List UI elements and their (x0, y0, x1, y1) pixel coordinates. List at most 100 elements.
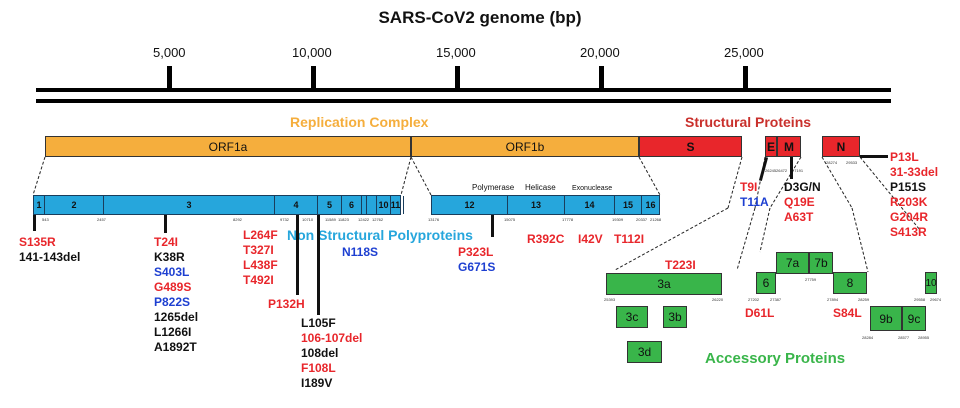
mutation-label: R392C (527, 232, 565, 246)
mutation-label: S403L (154, 265, 190, 279)
scale-tick (743, 66, 748, 88)
mutation-label: T112I (614, 232, 645, 246)
nsp-coord: 12422 (358, 217, 370, 222)
nsp1-segment: 1 (34, 196, 45, 214)
replication-complex-header: Replication Complex (290, 114, 429, 130)
mutation-label: L1266I (154, 325, 192, 339)
orf8-mutations: S84L (833, 306, 862, 321)
scale-label: 5,000 (153, 45, 186, 60)
mutation-label: P151S (890, 180, 927, 194)
polymerase-label: Polymerase (472, 183, 515, 192)
orf8-start-coord: 27894 (827, 297, 839, 302)
orf3a-start-coord: 25393 (604, 297, 616, 302)
orf1a-label: ORF1a (208, 139, 248, 154)
orf8-label: 8 (846, 276, 854, 290)
nsp12-segment: 12 (432, 196, 508, 214)
nsp6-mutation-tick (317, 215, 320, 315)
n-coord: 28274 (826, 160, 838, 165)
nsp10-mutations: N118S (342, 245, 378, 260)
nsp9-segment-b (367, 196, 377, 214)
nsp10-segment: 10 (377, 196, 391, 214)
mutation-label: S135R (19, 235, 56, 249)
orf8-box: 8 (833, 272, 867, 294)
orf3a-box: 3a (606, 273, 722, 295)
e-end-coord: 26472 (776, 168, 788, 173)
orf3a-label: 3a (657, 277, 671, 291)
mutation-label: L438F (243, 258, 278, 272)
nsp15-mutations: T112I (614, 232, 644, 247)
orf3a-mutations: T223I (665, 258, 696, 273)
nsp-coord: 13176 (428, 217, 440, 222)
mutation-label: 108del (301, 346, 339, 360)
nsp11-segment: 11 (390, 200, 401, 210)
nsp5-mutation-tick (296, 215, 299, 295)
nsp3-mutation-tick (164, 215, 167, 233)
mutation-label: P132H (268, 297, 305, 311)
e-gene-label: E (766, 139, 775, 154)
nsp10-11-bar: 10 11 (366, 195, 401, 215)
nsp1-mutation-tick (33, 215, 36, 231)
orf1a-box: ORF1a (45, 136, 411, 157)
orf3d-box: 3d (627, 341, 662, 363)
nsp14-segment: 14 (565, 196, 615, 214)
orf1a-nsp-bar: 1 2 3 4 5 6 7 8 9 (33, 195, 404, 215)
orf3d-label: 3d (637, 345, 652, 359)
mutation-label: K38R (154, 250, 185, 264)
orf7a-label: 7a (785, 256, 800, 270)
nsp2-segment: 2 (45, 196, 104, 214)
scale-label: 20,000 (580, 45, 620, 60)
m-mutation-tick (790, 157, 793, 179)
nsp3-segment: 3 (104, 196, 275, 214)
orf6-label: 6 (762, 276, 770, 290)
mutation-label: T492I (243, 273, 274, 287)
genome-scale-line (36, 88, 891, 92)
mutation-label: P13L (890, 150, 919, 164)
nsp15-segment: 15 (615, 196, 642, 214)
exonuclease-label: Exonuclease (572, 185, 613, 192)
mutation-label: T327I (243, 243, 274, 257)
mutation-label: F108L (301, 361, 336, 375)
mutation-label: Q19E (784, 195, 815, 209)
mutation-label: A63T (784, 210, 814, 224)
genome-scale-line-lower (36, 99, 891, 103)
scale-tick (455, 66, 460, 88)
mutation-label: T9I (740, 180, 758, 194)
orf6-box: 6 (756, 272, 776, 294)
m-gene-label: M (784, 139, 794, 154)
nsp13-segment: 13 (508, 196, 565, 214)
mutation-label: T223I (665, 258, 696, 272)
nsp-coord: 543 (42, 217, 49, 222)
accessory-proteins-header: Accessory Proteins (705, 350, 846, 367)
e-coord: 26245 (765, 168, 777, 173)
orf10-end-coord: 29674 (930, 297, 942, 302)
m-gene-box: M (777, 136, 801, 157)
n-gene-box: N (822, 136, 860, 157)
n-end-coord: 29533 (846, 160, 858, 165)
mutation-label: T24I (154, 235, 179, 249)
nsp16-segment: 16 (645, 200, 656, 210)
mutation-label: I42V (578, 232, 603, 246)
mutation-label: D61L (745, 306, 775, 320)
mutation-label: G489S (154, 280, 192, 294)
scale-label: 25,000 (724, 45, 764, 60)
nsp-coord: 21268 (650, 217, 662, 222)
e-gene-box: E (765, 136, 777, 157)
n-gene-label: N (836, 139, 846, 154)
mutation-label: I189V (301, 376, 333, 390)
orf1b-nsp-bar: 12 13 14 15 16 (431, 195, 660, 215)
nsp4-segment: 4 (275, 196, 318, 214)
mutation-label: S413R (890, 225, 927, 239)
orf10-box: 10 (925, 272, 937, 294)
nsp-coord: 8292 (233, 217, 242, 222)
orf6-start-coord: 27202 (748, 297, 760, 302)
nsp-coord: 11589 (325, 217, 336, 222)
mutation-label: G671S (458, 260, 496, 274)
scale-tick (599, 66, 604, 88)
mutation-label: L105F (301, 316, 336, 330)
n-mutation-tick (860, 155, 888, 158)
